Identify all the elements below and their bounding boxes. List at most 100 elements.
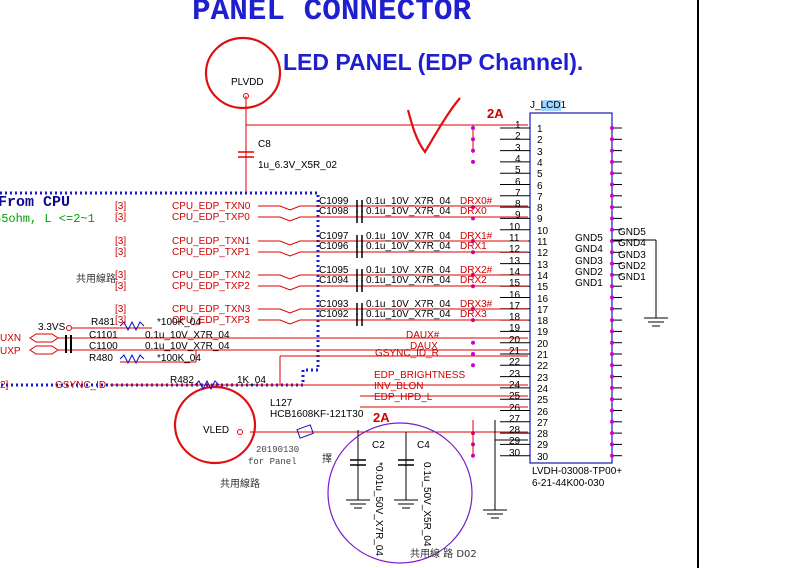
pin-end-7: [610, 193, 614, 198]
pin-junction-2: [471, 137, 475, 142]
connector-body-pin-1: 1: [537, 124, 543, 135]
aux-n-port: UXN: [0, 333, 22, 344]
pin-end-3: [610, 148, 614, 153]
rail-33-terminal: [66, 325, 72, 331]
aux-port-n: [29, 333, 59, 343]
gnd-pin-label-5: GND5: [575, 233, 603, 244]
connector-pin-2: 2: [515, 131, 521, 143]
pin-end-22: [610, 363, 614, 368]
pin-end-10: [610, 227, 614, 232]
edp-pair-wires: [258, 200, 528, 326]
ground-symbol-right: [644, 317, 668, 327]
pair-0-cap-top-ref: C1099: [319, 196, 349, 207]
pair-2-net-bot: DRX2: [460, 275, 487, 286]
pin-end-2: [610, 137, 614, 142]
pin-end-29: [610, 442, 614, 447]
gnd-net-label-3: GND3: [618, 249, 646, 261]
r481-ref: R481: [91, 317, 115, 328]
cpu-block-label: From CPU: [0, 194, 71, 211]
pin-end-28: [610, 431, 614, 436]
pin-end-20: [610, 340, 614, 345]
pair-2-cap-bot-ref: C1094: [319, 275, 349, 286]
r480-ref: R480: [89, 353, 113, 364]
connector-pin-5: 5: [515, 165, 521, 177]
pin-end-24: [610, 385, 614, 390]
pair-2-wire-p: [258, 274, 528, 280]
connector-pin-7: 7: [515, 187, 521, 199]
connector-pin-12: 12: [509, 244, 521, 256]
connector-pin-29: 29: [509, 436, 521, 448]
c4-ref: C4: [417, 440, 430, 451]
connector-body-pin-14: 14: [537, 270, 549, 282]
pin-end-4: [610, 159, 614, 164]
pair-0-cap-bot-ref: C1098: [319, 206, 349, 217]
pair-2-wire-n: [258, 285, 528, 291]
ground-symbol-bottom: [483, 509, 507, 519]
connector-pin-10: 10: [509, 221, 521, 233]
connector-part-no: 6-21-44K00-030: [532, 478, 605, 489]
connector-pin-8: 8: [515, 199, 521, 211]
pair-2-cap-bot-value: 0.1u_10V_X7R_04: [366, 275, 451, 286]
connector-pin-23: 23: [509, 368, 521, 380]
c1100-value: 0.1u_10V_X7R_04: [145, 341, 230, 352]
pin-end-8: [610, 205, 614, 210]
gsync-name: GSYNC_ID: [55, 380, 107, 391]
connector-body-pin-4: 4: [537, 157, 543, 169]
pin-end-27: [610, 419, 614, 424]
connector-body-pin-3: 3: [537, 146, 543, 158]
pin-end-19: [610, 329, 614, 334]
connector-pin-30: 30: [509, 447, 521, 459]
pin-end-14: [610, 272, 614, 277]
connector-body-pin-26: 26: [537, 406, 549, 418]
net-edp-brightness: EDP_BRIGHTNESS: [374, 370, 466, 381]
pin-junction-22: [471, 363, 475, 368]
connector-pin-20: 20: [509, 334, 521, 346]
connector-body-pin-17: 17: [537, 304, 549, 316]
pin-end-26: [610, 408, 614, 413]
gnd-pin-label-1: GND1: [575, 278, 603, 290]
connector-pin-9: 9: [515, 210, 521, 222]
gnd-net-label-2: GND2: [618, 260, 646, 272]
pair-1-cap-top-ref: C1097: [319, 231, 349, 242]
connector-body-pin-11: 11: [537, 237, 548, 248]
r481-value: *100K_04: [157, 317, 201, 328]
connector-body-pin-12: 12: [537, 248, 549, 260]
current-top: 2A: [487, 106, 504, 121]
pin-junction-1: [471, 126, 475, 130]
rail-33-label: 3.3VS: [38, 322, 66, 333]
pair-3-p-name: CPU_EDP_TXN3: [172, 304, 251, 315]
pair-0-p-name: CPU_EDP_TXN0: [172, 201, 251, 212]
checkmark-annotation: [406, 97, 461, 154]
r482-zigzag: [194, 379, 220, 391]
c1101-value: 0.1u_10V_X7R_04: [145, 330, 230, 341]
connector-pin-28: 28: [509, 425, 521, 437]
connector-body-pin-13: 13: [537, 259, 549, 271]
pair-2-p-page: [3]: [115, 270, 127, 281]
pair-1-wire-p: [258, 240, 528, 246]
pair-0-cap-top-value: 0.1u_10V_X7R_04: [366, 196, 451, 207]
connector-pin-11: 11: [509, 233, 520, 244]
note-date: 20190130: [256, 445, 300, 455]
pin-end-25: [610, 397, 614, 402]
page-title: PANEL CONNECTOR: [192, 0, 472, 29]
connector-body-pin-18: 18: [537, 316, 549, 328]
connector-pin-19: 19: [509, 323, 521, 335]
gnd-net-label-4: GND4: [618, 238, 646, 250]
gnd-net-label-1: GND1: [618, 272, 646, 284]
connector-body-pin-29: 29: [537, 440, 549, 452]
connector-body-pin-24: 24: [537, 383, 549, 395]
connector-pin-14: 14: [509, 266, 521, 278]
pair-1-n-name: CPU_EDP_TXP1: [172, 247, 250, 258]
connector-body-pin-21: 21: [537, 350, 549, 361]
pin-end-1: [610, 126, 614, 130]
pair-3-n-page: [3]: [115, 315, 127, 326]
pair-2-n-name: CPU_EDP_TXP2: [172, 281, 250, 292]
connector-body-pin-2: 2: [537, 135, 543, 147]
pin-end-17: [610, 306, 614, 311]
pin-junction-3: [471, 148, 475, 153]
pair-1-n-page: [3]: [115, 247, 127, 258]
connector-body-pin-10: 10: [537, 225, 549, 237]
ground-symbol-c4: [394, 499, 418, 509]
r482-ref: R482: [170, 375, 194, 386]
bottom-note: 共用線 路 D02: [410, 549, 477, 560]
